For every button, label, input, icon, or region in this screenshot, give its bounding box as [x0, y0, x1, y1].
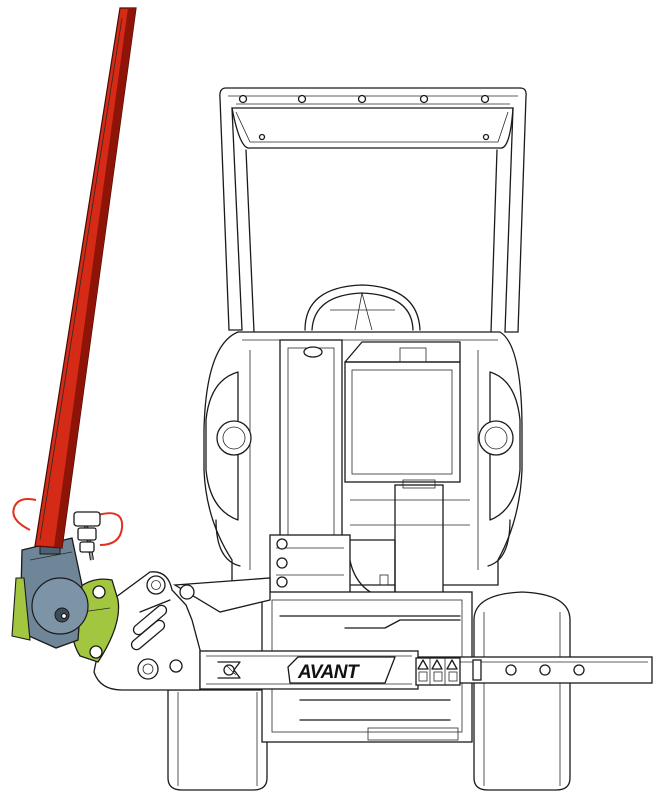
canopy-frame — [219, 87, 527, 333]
side-lamp-right — [478, 420, 514, 456]
steering-wheel — [304, 284, 421, 331]
roof-bolts — [238, 94, 490, 141]
side-lamp-left — [216, 420, 252, 456]
hitch-linkage — [93, 571, 271, 691]
warning-triangle-icon — [415, 657, 461, 686]
engine-compartment — [347, 479, 470, 601]
brand-logo-text: AVANT — [297, 662, 360, 683]
left-rear-wheel — [167, 689, 268, 791]
right-rear-wheel — [473, 591, 571, 791]
boom-lift-arm — [269, 534, 351, 594]
avant-logo: AVANT — [287, 656, 396, 684]
hydraulic-hoses — [12, 498, 124, 561]
hedge-trimmer-attachment — [11, 7, 137, 663]
